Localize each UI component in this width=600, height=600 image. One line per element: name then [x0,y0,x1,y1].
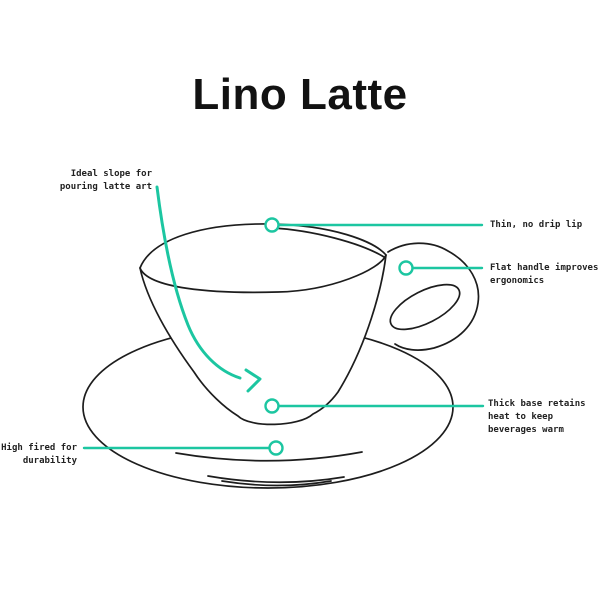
callout-marker-fired [268,440,284,456]
label-slope-line2: pouring latte art [59,182,152,192]
label-base-line1: Thick base retains [488,399,586,409]
saucer-foot-line-1 [207,475,345,484]
handle-fill [368,243,479,351]
cup-rim-inner-lip [271,227,385,258]
label-base: Thick base retains heat to keep beverage… [488,398,586,437]
cup-wall-outline [139,254,387,426]
callout-marker-handle [398,260,414,276]
callout-marker-base [264,398,280,414]
label-handle: Flat handle improves ergonomics [490,262,598,288]
handle-hole [389,283,461,331]
handle-outline [387,242,480,351]
saucer-foot-line-2 [221,480,332,487]
label-fired-line2: durability [22,456,77,466]
label-lip: Thin, no drip lip [490,219,582,232]
label-handle-line2: ergonomics [490,276,545,286]
label-handle-line1: Flat handle improves [490,263,599,273]
label-slope-line1: Ideal slope for [70,169,152,179]
label-lip-line1: Thin, no drip lip [490,220,583,230]
label-slope: Ideal slope for pouring latte art [60,168,152,194]
label-base-line2: heat to keep [488,412,554,422]
label-base-line3: beverages warm [488,425,564,435]
callout-marker-lip [264,217,280,233]
slope-curve [155,185,242,380]
label-fired: High fired for durability [1,442,77,468]
slope-arrow-icon [244,368,262,393]
page-title: Lino Latte [192,70,408,119]
label-fired-line1: High fired for [1,443,77,453]
cup-body-fill [140,223,386,425]
saucer-well-line [175,451,363,462]
